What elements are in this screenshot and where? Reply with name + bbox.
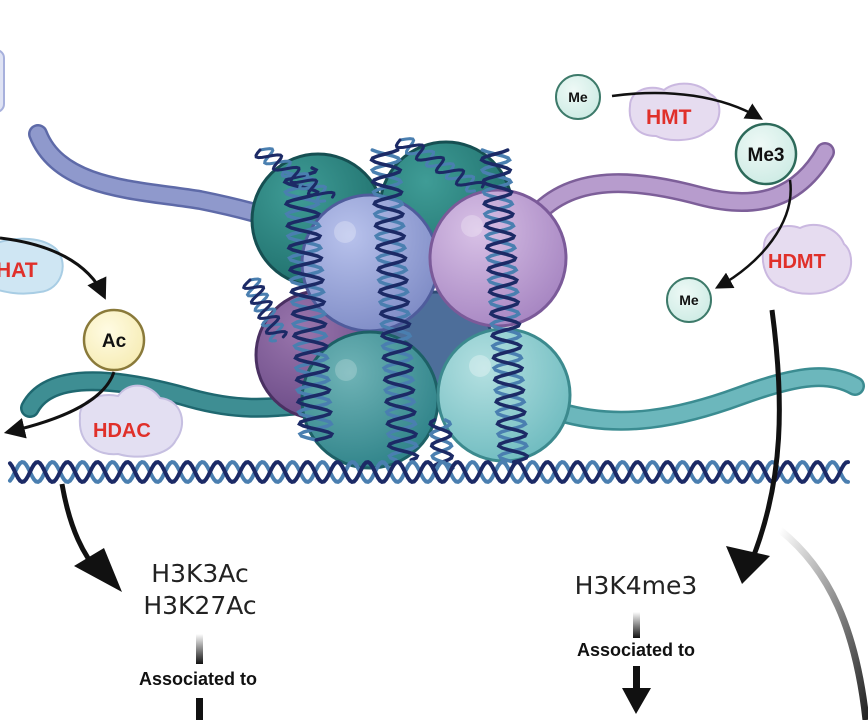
hdac-enzyme: HDAC [78, 384, 184, 458]
dna-strand-light-1 [428, 459, 850, 485]
histone-front-teal [300, 330, 440, 470]
hdac-arrow [3, 371, 116, 439]
dna-wrap-light-2 [479, 148, 529, 464]
dna-wrap-dark-0 [282, 166, 335, 442]
histone-front-purple [428, 188, 568, 328]
arrow-to-acetylation-marks [59, 483, 122, 592]
trimethyl-group: Me3 [734, 122, 798, 186]
dna-wrap-light-0 [281, 166, 334, 442]
dna-double-helix [8, 459, 850, 485]
dna-wrap-light-1 [369, 148, 419, 462]
left-connector-fade [196, 634, 203, 664]
hmt-arrow [611, 91, 764, 120]
right-association-label: Associated to [577, 640, 695, 660]
methylation-mark: H3K4me3 [575, 571, 698, 600]
right-connector-stem [633, 666, 640, 692]
dna-wrap-dark-2 [479, 148, 530, 464]
histone-tail-purple [522, 144, 833, 230]
acetyl-label: Ac [102, 331, 127, 352]
dna-loop-dark-2 [241, 278, 289, 339]
acetylation-mark-2: H3K27Ac [143, 591, 256, 620]
dna-loop-light-0 [258, 147, 327, 203]
methyl-group-top: Me [555, 74, 601, 120]
acetylation-mark-1: H3K3Ac [151, 559, 248, 588]
methyl-top-label: Me [568, 89, 588, 105]
left-connector-stem [196, 698, 203, 720]
hmt-label: HMT [646, 106, 692, 129]
hdac-label: HDAC [93, 420, 151, 442]
histone-tail-light-teal [552, 369, 863, 429]
right-connector-fade [633, 612, 640, 638]
left-association-label: Associated to [139, 669, 257, 689]
dna-loop-light-1 [398, 137, 476, 193]
hat-enzyme: HAT [0, 237, 64, 295]
dna-loop-dark-1 [394, 138, 486, 189]
dna-strand-dark-0 [8, 459, 442, 485]
hat-label: HAT [0, 259, 38, 282]
histone-tail-teal [22, 373, 318, 416]
arrow-to-methylation-mark [726, 309, 782, 584]
edge-box [0, 49, 5, 113]
methyl-group-bottom: Me [666, 277, 712, 323]
hdmt-enzyme: HDMT [761, 223, 853, 295]
dna-strand-dark-1 [428, 459, 850, 485]
hat-arrow [0, 236, 107, 300]
dna-wrap-dark-1 [369, 148, 420, 462]
fading-arrow-right-edge [777, 527, 868, 720]
right-connector-arrowhead [622, 688, 651, 714]
acetyl-group: Ac [82, 308, 146, 372]
hdmt-label: HDMT [768, 251, 826, 273]
hdmt-arrow [714, 179, 792, 289]
trimethyl-label: Me3 [748, 145, 785, 166]
dna-loop-dark-0 [254, 148, 336, 199]
hmt-enzyme: HMT [628, 82, 721, 142]
dna-wrapped-helix [241, 137, 530, 472]
methyl-bottom-label: Me [679, 292, 699, 308]
